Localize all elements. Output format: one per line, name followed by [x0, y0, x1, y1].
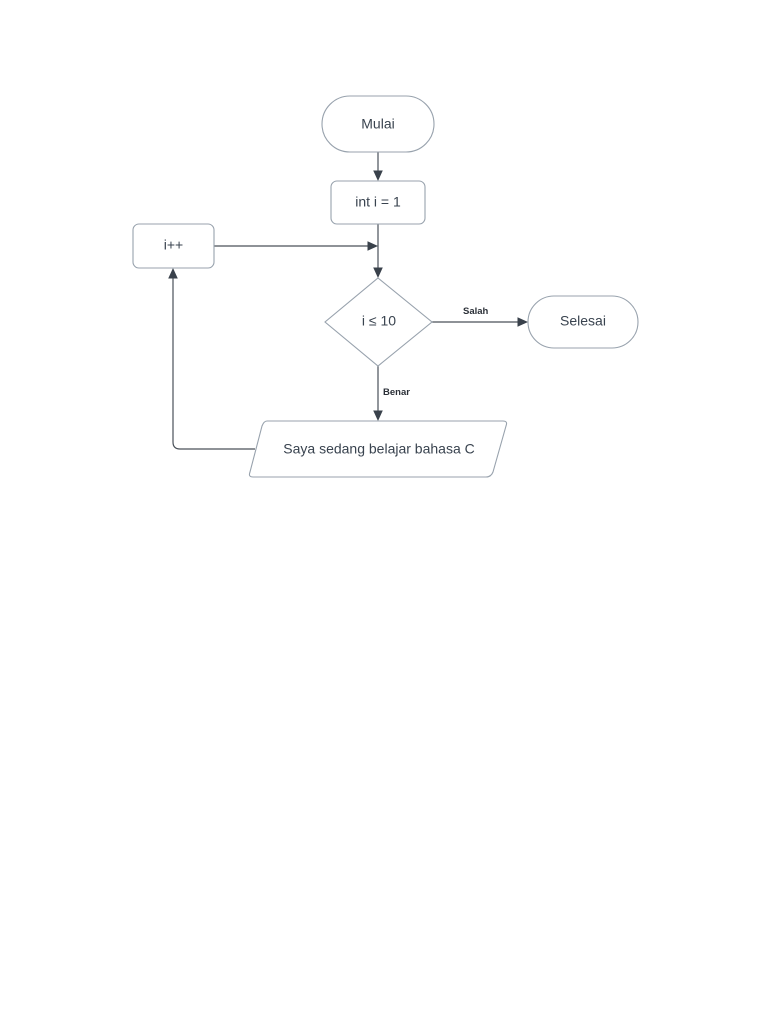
parallelogram-shape-output [248, 420, 508, 478]
edge-label-benar: Benar [383, 387, 410, 398]
node-increment[interactable]: i++ [132, 223, 215, 269]
edge-increment-to-condition [214, 241, 378, 251]
edge-condition-to-end [432, 317, 528, 327]
edge-start-to-init [373, 152, 383, 181]
edge-condition-to-output [373, 366, 383, 421]
node-output-label: Saya sedang belajar bahasa C [283, 441, 474, 457]
edge-init-to-condition [373, 224, 383, 278]
edge-output-to-increment [168, 268, 255, 450]
arrowhead-icon [373, 170, 383, 181]
node-init[interactable]: int i = 1 [330, 180, 426, 225]
node-end-label: Selesai [560, 313, 606, 329]
node-output[interactable]: Saya sedang belajar bahasa C [248, 420, 508, 478]
arrowhead-icon [373, 410, 383, 421]
arrowhead-icon [168, 268, 178, 279]
node-start-label: Mulai [361, 116, 394, 132]
node-increment-label: i++ [164, 237, 183, 253]
process-shape-increment [132, 223, 215, 269]
decision-shape-condition [324, 277, 433, 367]
arrowhead-icon [517, 317, 528, 327]
terminator-shape-end [527, 295, 639, 349]
process-shape-init [330, 180, 426, 225]
node-condition-label: i ≤ 10 [362, 313, 396, 329]
node-init-label: int i = 1 [355, 194, 401, 210]
terminator-shape-start [321, 95, 435, 153]
arrowhead-icon [367, 241, 378, 251]
node-end[interactable]: Selesai [527, 295, 639, 349]
node-condition[interactable]: i ≤ 10 [324, 277, 433, 367]
node-start[interactable]: Mulai [321, 95, 435, 153]
edge-label-salah: Salah [463, 306, 489, 317]
arrowhead-icon [373, 267, 383, 278]
